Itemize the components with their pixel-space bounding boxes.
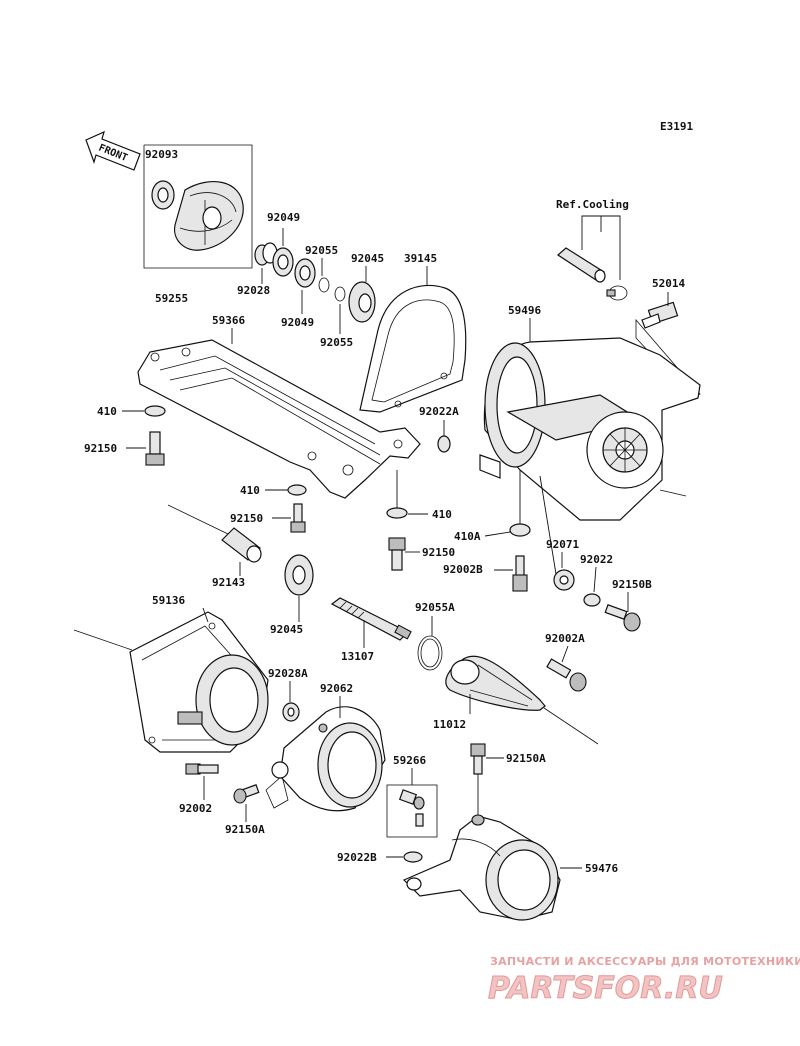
label-59136: 59136 [152,594,185,607]
label-92093: 92093 [145,148,178,161]
label-92002: 92002 [179,802,212,815]
label-92028A: 92028A [268,667,308,680]
label-52014: 52014 [652,277,685,290]
bolt-92150-b[interactable] [290,503,306,533]
nozzle-92062[interactable] [265,706,386,812]
bolt-92002A[interactable] [546,658,587,692]
label-59476: 59476 [585,862,618,875]
pump-housing-59496[interactable] [479,318,701,521]
bolt-92002[interactable] [185,763,219,775]
bolt-92002B[interactable] [512,555,528,592]
impeller-assembly[interactable] [143,144,253,269]
washer-92022A[interactable] [437,435,451,453]
gasket-39145[interactable] [359,284,467,413]
watermark-tagline: ЗАПЧАСТИ И АКСЕССУАРЫ ДЛЯ МОТОТЕХНИКИ [490,955,800,968]
label-410A: 410A [454,530,481,543]
seal-92049-b[interactable] [294,258,316,288]
label-59255: 59255 [155,292,188,305]
pump-case-59136[interactable] [73,611,269,753]
washer-410A[interactable] [509,523,531,537]
label-92002A: 92002A [545,632,585,645]
label-92150B: 92150B [612,578,652,591]
diagram-code: E3191 [660,120,693,133]
ride-plate-59366[interactable] [137,339,421,499]
label-92022A: 92022A [419,405,459,418]
cooling-hose[interactable] [557,247,606,283]
fitting-59266[interactable] [386,784,438,838]
label-92143: 92143 [212,576,245,589]
label-92062: 92062 [320,682,353,695]
label-410-a: 410 [97,405,117,418]
label-410-b: 410 [240,484,260,497]
bolt-92150-a[interactable] [145,431,165,466]
label-92055A: 92055A [415,601,455,614]
bolt-92150A-right[interactable] [470,743,486,775]
shaft-13107[interactable] [330,597,412,641]
label-59266: 59266 [393,754,426,767]
washer-410-c[interactable] [386,507,408,519]
label-59366: 59366 [212,314,245,327]
label-92150A-b: 92150A [225,823,265,836]
label-92045-a: 92045 [351,252,384,265]
label-92150-a: 92150 [84,442,117,455]
bolt-92150A-left[interactable] [233,784,260,804]
label-92150-c: 92150 [422,546,455,559]
label-92150A-a: 92150A [506,752,546,765]
label-410-c: 410 [432,508,452,521]
o-ring-92055-a[interactable] [318,277,330,293]
label-92028: 92028 [237,284,270,297]
label-92045-b: 92045 [270,623,303,636]
watermark-brand: PARTSFOR.RU [488,971,723,1006]
label-92055-a: 92055 [305,244,338,257]
washer-92022B[interactable] [403,851,423,863]
hose-clamp[interactable] [606,285,628,301]
label-13107: 13107 [341,650,374,663]
label-92049-a: 92049 [267,211,300,224]
label-92022: 92022 [580,553,613,566]
grommet-92071[interactable] [553,569,575,591]
seal-92049-a[interactable] [272,247,294,277]
label-92055-b: 92055 [320,336,353,349]
bolt-92150B[interactable] [604,604,641,632]
ref-cooling-label: Ref.Cooling [556,198,629,211]
o-ring-92055A[interactable] [417,635,443,671]
label-59496: 59496 [508,304,541,317]
o-ring-92055-b[interactable] [334,286,346,302]
cone-11012[interactable] [445,655,546,711]
label-92049-b: 92049 [281,316,314,329]
label-92022B: 92022B [337,851,377,864]
bushing-92028A[interactable] [282,702,300,722]
sleeve-92143[interactable] [167,504,262,563]
bearing-92045-a[interactable] [348,281,376,323]
label-39145: 39145 [404,252,437,265]
label-92002B: 92002B [443,563,483,576]
label-11012: 11012 [433,718,466,731]
washer-410-a[interactable] [144,405,166,417]
bearing-92045-b[interactable] [284,554,314,596]
label-92071: 92071 [546,538,579,551]
washer-410-b[interactable] [287,484,307,496]
steering-nozzle-59476[interactable] [402,814,561,921]
fitting-52014[interactable] [641,301,679,329]
washer-92022[interactable] [583,593,601,607]
label-92150-b: 92150 [230,512,263,525]
bolt-92150-c[interactable] [388,537,406,571]
front-arrow-icon: FRONT [85,130,141,171]
